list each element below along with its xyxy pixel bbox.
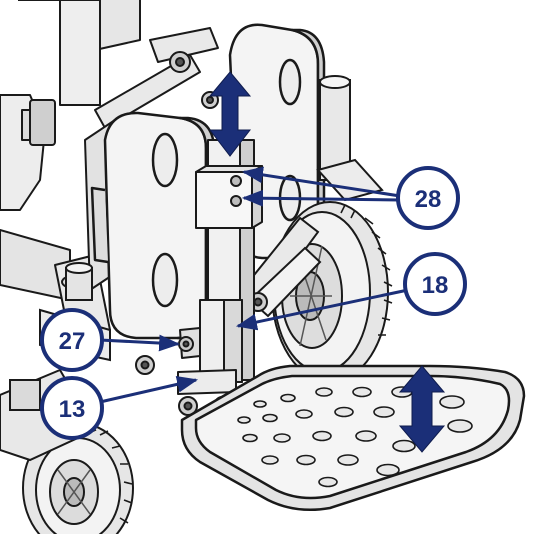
callout-18: 18 (403, 252, 467, 316)
callout-28-label: 28 (415, 186, 442, 213)
leader-lines (99, 166, 409, 404)
callout-27: 27 (40, 308, 104, 372)
callout-27-label: 27 (59, 328, 86, 355)
callout-13: 13 (40, 376, 104, 440)
callout-13-label: 13 (59, 396, 86, 423)
callout-28: 28 (396, 166, 460, 230)
footplate-angle-arrow-icon (398, 365, 446, 453)
seat-post (316, 75, 384, 202)
callout-18-label: 18 (422, 272, 449, 299)
height-adjust-arrow-icon (208, 71, 252, 157)
